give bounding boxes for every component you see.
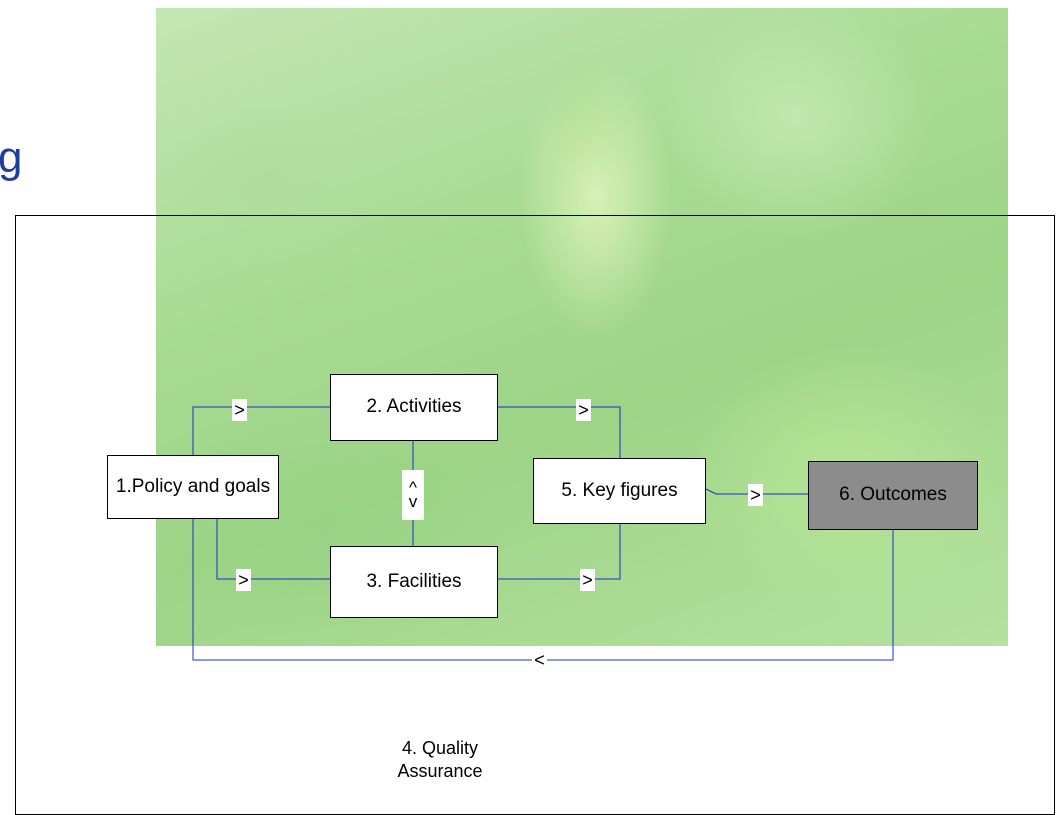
arrow-left-icon: < <box>532 650 547 670</box>
connector-facilities-to-keyfigures <box>497 524 621 580</box>
quality-assurance-label: 4. Quality Assurance <box>397 738 483 781</box>
activities-box: 2. Activities <box>330 374 498 441</box>
arrow-right-icon: > <box>580 569 595 591</box>
arrow-right-icon: > <box>232 399 247 421</box>
arrow-right-icon: > <box>576 399 591 421</box>
arrow-down-icon: v <box>408 492 418 511</box>
connector-lines <box>192 406 894 661</box>
connector-policy-to-facilities <box>216 519 330 580</box>
connector-policy-to-activities <box>192 406 330 455</box>
connector-keyfigures-to-outcomes <box>705 488 808 495</box>
arrow-up-down-icon: ^ v <box>402 470 424 520</box>
outcomes-box: 6. Outcomes <box>808 461 978 530</box>
leaf-background-photo <box>156 8 1008 646</box>
arrow-right-icon: > <box>748 484 763 506</box>
slide-title-fragment: g <box>0 133 23 182</box>
connector-feedback-loop <box>192 519 894 661</box>
connector-activities-to-keyfigures <box>497 406 621 458</box>
arrow-up-icon: ^ <box>409 477 417 497</box>
policy-and-goals-box: 1.Policy and goals <box>107 455 279 519</box>
facilities-box: 3. Facilities <box>330 546 498 618</box>
arrow-right-icon: > <box>236 569 251 591</box>
key-figures-box: 5. Key figures <box>533 458 706 524</box>
